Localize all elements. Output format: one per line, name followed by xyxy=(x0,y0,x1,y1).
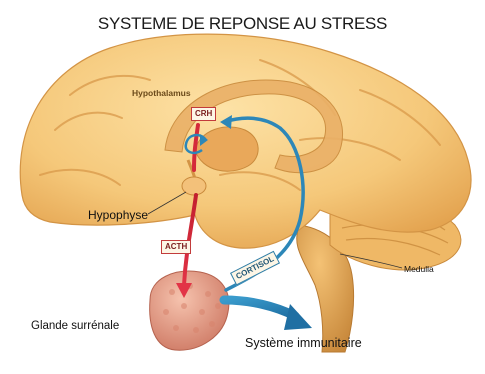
label-hypophyse: Hypophyse xyxy=(88,208,148,222)
hormone-tag-crh: CRH xyxy=(191,107,216,121)
diagram-title: SYSTEME DE REPONSE AU STRESS xyxy=(0,14,485,34)
adrenal-gland xyxy=(150,271,229,350)
immune-arrowhead xyxy=(284,304,312,330)
label-systeme-immunitaire: Système immunitaire xyxy=(245,336,362,350)
label-medulla: Medulla xyxy=(404,264,434,274)
hormone-tag-acth: ACTH xyxy=(161,240,191,254)
label-hypothalamus: Hypothalamus xyxy=(132,88,191,98)
label-glande-surrenale: Glande surrénale xyxy=(31,320,119,332)
immune-arrow xyxy=(224,300,295,316)
